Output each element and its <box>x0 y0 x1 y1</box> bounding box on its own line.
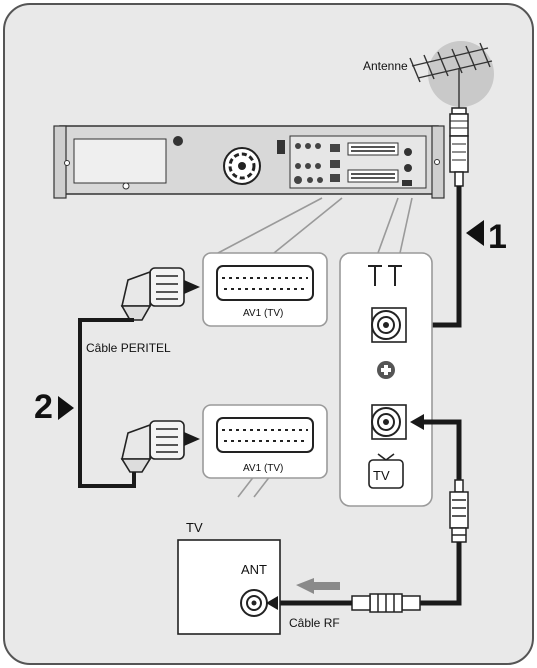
scart-plug-top <box>120 267 185 321</box>
antenna-connector <box>449 107 469 187</box>
tv-ant-arrow <box>266 596 278 610</box>
scart-cable <box>78 318 136 488</box>
scart-panel-bottom <box>202 404 328 479</box>
ant-label: ANT <box>241 562 267 577</box>
scart-plug-bottom <box>120 420 185 473</box>
scart-top-label: AV1 (TV) <box>243 308 283 319</box>
rf-panel <box>339 252 433 507</box>
scart-panel-top <box>202 252 328 327</box>
scart-bottom-label: AV1 (TV) <box>243 463 283 474</box>
step2-arrow <box>58 396 74 420</box>
tv-icon <box>368 453 404 489</box>
antenna-icon <box>409 41 494 108</box>
rf-cable-connector-horizontal <box>351 593 421 613</box>
tv-box <box>177 539 281 635</box>
rf-out-arrow <box>410 414 424 430</box>
rf-cable-connector-vertical <box>449 479 469 543</box>
loop-through-icon <box>377 361 395 379</box>
rf-cable <box>424 419 462 480</box>
tv-box-label: TV <box>186 520 203 535</box>
tv-ant-connector <box>240 589 268 617</box>
recorder <box>53 125 445 199</box>
step1-number: 1 <box>488 218 507 256</box>
rf-in-icon <box>368 265 402 286</box>
tv-icon-label: TV <box>373 468 390 483</box>
rf-cable-lower <box>420 542 462 606</box>
rf-cable-label: Câble RF <box>289 616 340 630</box>
antenna-label: Antenne <box>363 59 408 73</box>
rf-direction-arrow <box>296 578 340 594</box>
step1-arrow <box>466 220 484 246</box>
step2-number: 2 <box>34 388 53 426</box>
scart-cable-label: Câble PERITEL <box>86 341 171 355</box>
